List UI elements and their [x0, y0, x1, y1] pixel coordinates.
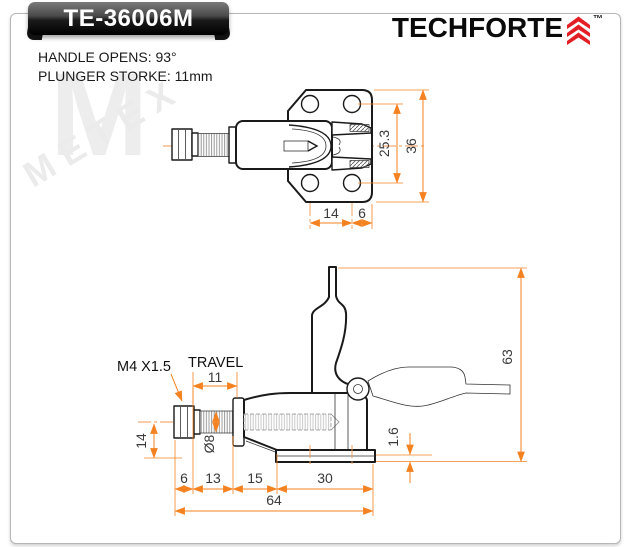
yoke-arc	[288, 124, 332, 168]
pivot-boss	[346, 377, 370, 401]
dim-plunger-diameter: Ø8	[201, 434, 217, 453]
dim-seg-base: 30	[317, 470, 333, 486]
front-flange	[232, 397, 245, 447]
dim-hole-pitch-vertical: 25.3	[376, 130, 392, 157]
front-view: 25.3 36 14 6	[163, 89, 429, 229]
mounting-hole	[342, 94, 362, 114]
brand-name: TECHFORTE	[391, 12, 563, 43]
handle	[311, 266, 358, 394]
internal-thread-hole	[243, 413, 332, 431]
side-view-dimensions: M4 X1.5 TRAVEL 11 Ø8 14 6 13 15 30	[117, 267, 527, 516]
watermark-monogram: M	[50, 49, 149, 181]
dim-plate-height: 36	[403, 138, 419, 154]
collar-front	[191, 132, 199, 157]
spec-handle-opens: HANDLE OPENS: 93°	[38, 49, 177, 65]
mounting-hole	[300, 173, 320, 193]
chevrons-icon	[565, 15, 592, 50]
trademark-symbol: ™	[593, 14, 603, 25]
pivot-pin	[353, 384, 363, 394]
dim-seg-nut: 6	[180, 470, 188, 486]
dim-base-thickness: 1.6	[385, 427, 401, 447]
plunger-fork	[283, 140, 309, 152]
brand-logo: TECHFORTE ™	[392, 13, 603, 50]
dim-seg-thread: 13	[205, 470, 221, 486]
release-lever-open-position	[367, 366, 511, 407]
hex-nut-side	[173, 405, 195, 439]
threaded-rod-front	[197, 133, 230, 157]
dim-hole-edge-offset: 6	[358, 205, 366, 221]
mounting-hole	[300, 94, 320, 114]
model-badge: TE-36006M	[28, 2, 229, 35]
spec-lines: HANDLE OPENS: 93° PLUNGER STORKE: 11mm	[38, 48, 213, 86]
dim-height-to-center: 14	[133, 433, 149, 449]
dim-overall-length: 64	[266, 492, 282, 508]
threaded-rod-side	[199, 410, 235, 434]
collar-side	[193, 409, 201, 435]
hex-nut-front	[171, 128, 193, 161]
dim-hole-pitch-horizontal: 14	[323, 205, 339, 221]
spec-plunger-stroke: PLUNGER STORKE: 11mm	[38, 68, 213, 84]
dim-overall-height: 63	[499, 349, 515, 365]
label-thread-spec: M4 X1.5	[117, 359, 171, 375]
model-number: TE-36006M	[63, 4, 194, 32]
label-travel: TRAVEL	[188, 355, 243, 371]
side-view: M4 X1.5 TRAVEL 11 Ø8 14 6 13 15 30	[117, 266, 527, 516]
dim-seg-front: 15	[247, 470, 263, 486]
mounting-hole	[342, 173, 362, 193]
front-view-dimensions: 25.3 36 14 6	[309, 89, 429, 229]
dim-travel-value: 11	[208, 369, 223, 385]
